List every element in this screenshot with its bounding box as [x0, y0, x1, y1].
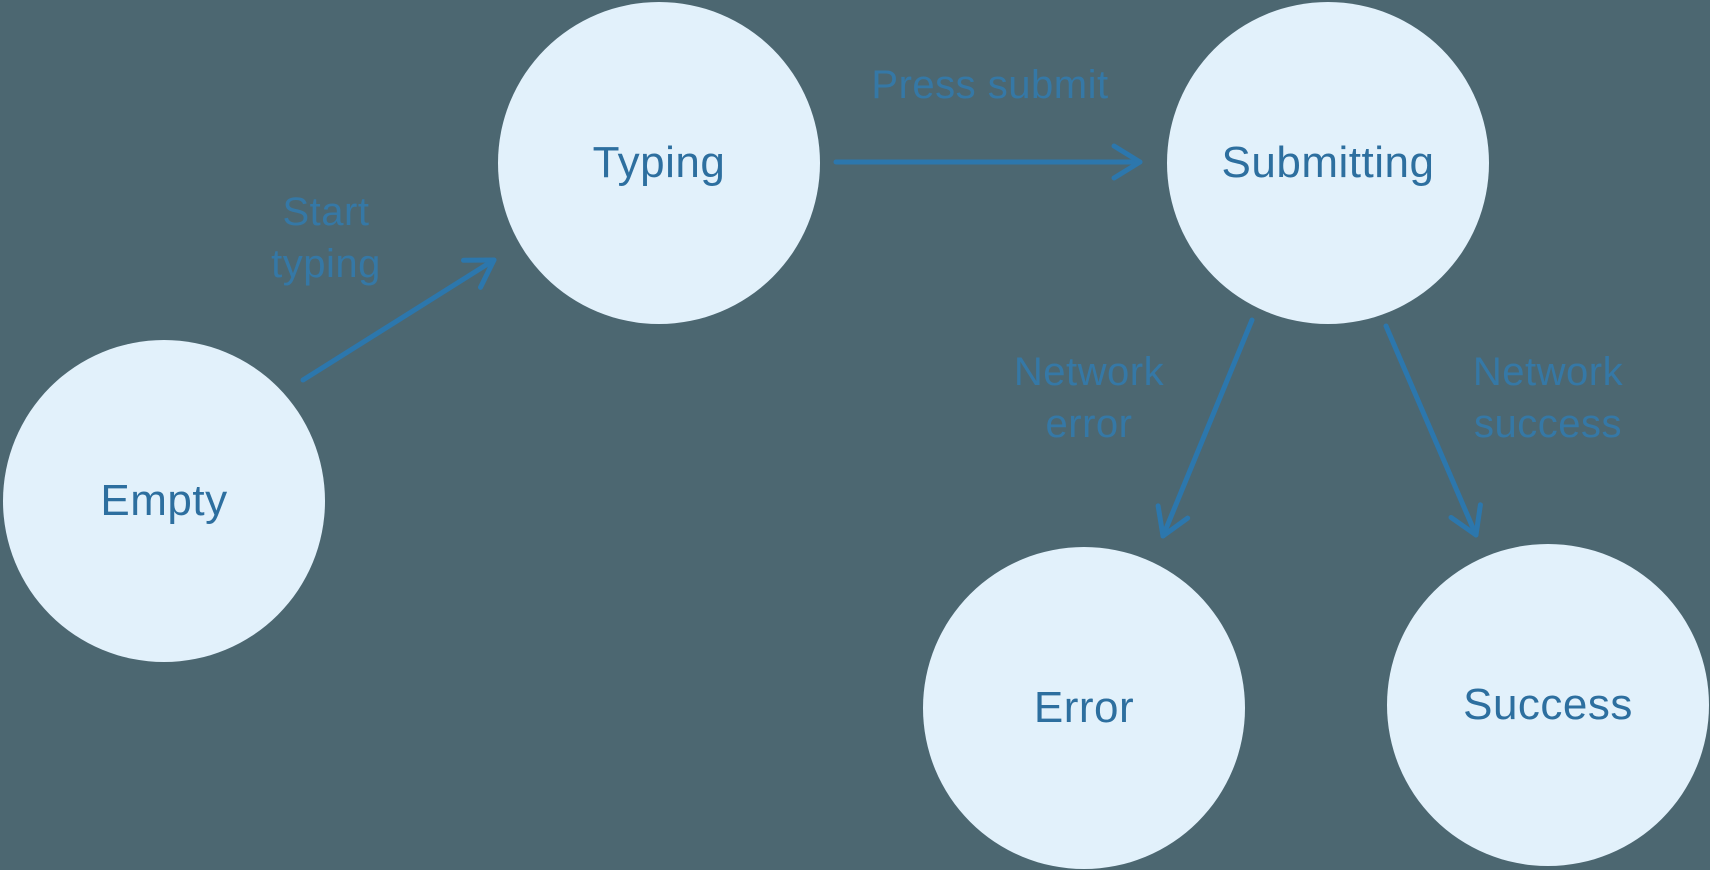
state-node-label: Error: [1033, 683, 1135, 732]
edge-label-line: Network: [1472, 350, 1624, 394]
edge-label-line: success: [1473, 402, 1622, 446]
state-node-submitting: Submitting: [1167, 2, 1489, 324]
state-node-typing: Typing: [498, 2, 820, 324]
state-node-empty: Empty: [3, 340, 325, 662]
edge-label-line: Press submit: [871, 63, 1109, 107]
edge-label-start-typing: Start typing: [271, 186, 381, 290]
edge-label-line: typing: [271, 242, 381, 286]
state-node-label: Empty: [100, 476, 228, 525]
edge-label-network-success: Network success: [1473, 346, 1623, 450]
edge-submitting-to-success-arrow: [1383, 323, 1483, 538]
state-node-label: Typing: [592, 138, 726, 187]
edge-label-line: error: [1045, 402, 1133, 446]
edge-label-press-submit: Press submit: [871, 59, 1108, 111]
state-node-error: Error: [923, 547, 1245, 869]
edge-label-network-error: Network error: [1014, 346, 1164, 450]
state-node-label: Success: [1463, 680, 1633, 729]
state-node-label: Submitting: [1221, 138, 1435, 187]
edge-label-line: Network: [1013, 350, 1165, 394]
edge-label-line: Start: [282, 190, 370, 234]
edge-submitting-to-error-arrow: [1155, 317, 1255, 539]
state-node-success: Success: [1387, 544, 1709, 866]
